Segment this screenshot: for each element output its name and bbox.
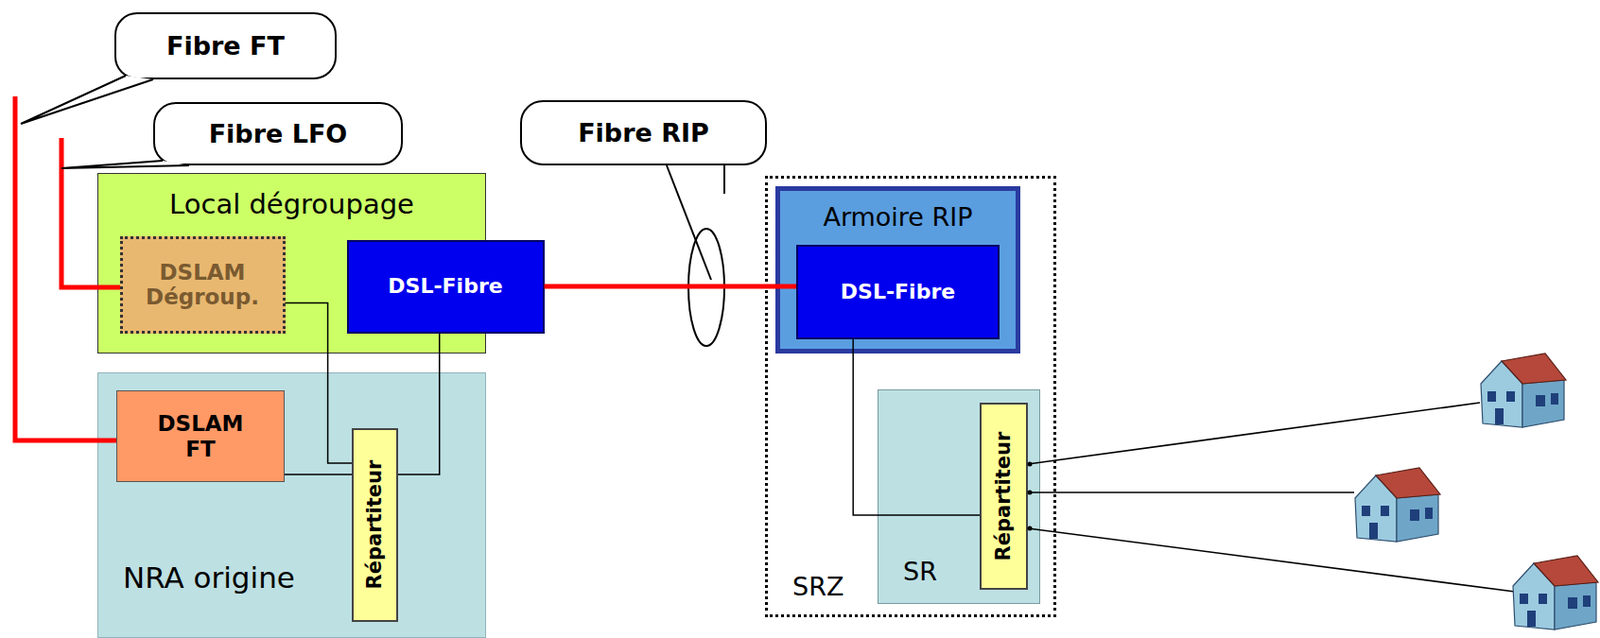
dsl-fibre-box: DSL-Fibre bbox=[347, 240, 545, 334]
house-window bbox=[1369, 522, 1378, 540]
copper-link bbox=[398, 333, 440, 476]
house-window bbox=[1535, 395, 1546, 407]
house-window bbox=[1425, 507, 1433, 520]
house-window bbox=[1538, 593, 1548, 605]
node-label: DSLAM FT bbox=[148, 411, 253, 462]
house-window bbox=[1567, 597, 1578, 609]
house-window bbox=[1380, 505, 1390, 517]
callout-bubble: Fibre FT bbox=[114, 12, 337, 80]
house-roof bbox=[1533, 556, 1599, 587]
distribution-frame: Répartiteur bbox=[979, 402, 1028, 591]
node-label: Fibre RIP bbox=[577, 118, 710, 148]
house-wall bbox=[1355, 475, 1397, 542]
callout-tail bbox=[20, 75, 154, 124]
house-icon bbox=[1513, 556, 1599, 630]
house-icon bbox=[1355, 468, 1441, 542]
srz-zone: SRZ Armoire RIP DSL-FibreSR Répartiteur bbox=[765, 175, 1057, 618]
subscriber-line bbox=[1027, 491, 1355, 494]
house-window bbox=[1495, 408, 1504, 425]
exchange-room: NRA origine DSLAM FT Répartiteur bbox=[97, 372, 487, 638]
house-window bbox=[1361, 505, 1371, 517]
unbundling-room: Local dégroupageDSLAM Dégroup.DSL-Fibre bbox=[97, 173, 487, 354]
house-window bbox=[1550, 393, 1559, 405]
node-label: Fibre FT bbox=[166, 31, 285, 61]
fibre-line bbox=[61, 138, 121, 288]
node-label: Répartiteur bbox=[991, 432, 1015, 562]
node-label: DSL-Fibre bbox=[840, 279, 956, 304]
house-wall bbox=[1396, 494, 1439, 542]
illustration bbox=[15, 75, 1599, 630]
copper-link bbox=[285, 303, 353, 464]
sub-distributor: SR Répartiteur bbox=[877, 389, 1041, 605]
callout-bubble: Fibre LFO bbox=[153, 102, 403, 166]
house-icon bbox=[1480, 353, 1566, 428]
house-wall bbox=[1513, 563, 1555, 630]
wire-dot bbox=[1027, 490, 1033, 496]
node-label: SR bbox=[903, 556, 938, 587]
distribution-frame: Répartiteur bbox=[351, 428, 399, 623]
wire-dot bbox=[1027, 526, 1033, 532]
cabinet-box: Armoire RIP DSL-Fibre bbox=[775, 186, 1021, 354]
node-label: SRZ bbox=[792, 572, 844, 602]
house-roof bbox=[1501, 353, 1566, 384]
house-wall bbox=[1480, 361, 1523, 428]
node-label: DSLAM Dégroup. bbox=[131, 260, 274, 311]
node-label: Local dégroupage bbox=[169, 189, 415, 221]
house-wall bbox=[1522, 380, 1565, 428]
house-window bbox=[1506, 391, 1515, 402]
node-label: Armoire RIP bbox=[822, 202, 973, 232]
callout-tail bbox=[61, 160, 190, 169]
dslam-box: DSLAM Dégroup. bbox=[120, 236, 286, 334]
house-window bbox=[1519, 593, 1529, 605]
house-window bbox=[1409, 509, 1420, 522]
node-label: NRA origine bbox=[122, 561, 296, 596]
house-window bbox=[1527, 610, 1536, 627]
wire-dot bbox=[1027, 462, 1033, 468]
copper-link bbox=[284, 473, 352, 476]
subscriber-line bbox=[1027, 528, 1515, 592]
house-roof bbox=[1375, 468, 1441, 499]
node-label: DSL-Fibre bbox=[387, 274, 503, 298]
dsl-fibre-box: DSL-Fibre bbox=[796, 244, 1000, 340]
house-window bbox=[1582, 595, 1591, 608]
house-window bbox=[1487, 391, 1496, 402]
callout-tail bbox=[666, 165, 712, 280]
callout-tail bbox=[723, 165, 726, 194]
copper-link bbox=[852, 339, 980, 516]
node-label: Répartiteur bbox=[363, 460, 386, 591]
fibre-line bbox=[15, 96, 117, 441]
fibre-link bbox=[544, 284, 798, 290]
node-label: Fibre LFO bbox=[208, 119, 348, 149]
dslam-box: DSLAM FT bbox=[116, 390, 285, 483]
cable-loop bbox=[688, 228, 725, 347]
house-wall bbox=[1554, 582, 1597, 630]
callout-bubble: Fibre RIP bbox=[520, 100, 767, 166]
subscriber-line bbox=[1027, 402, 1480, 465]
